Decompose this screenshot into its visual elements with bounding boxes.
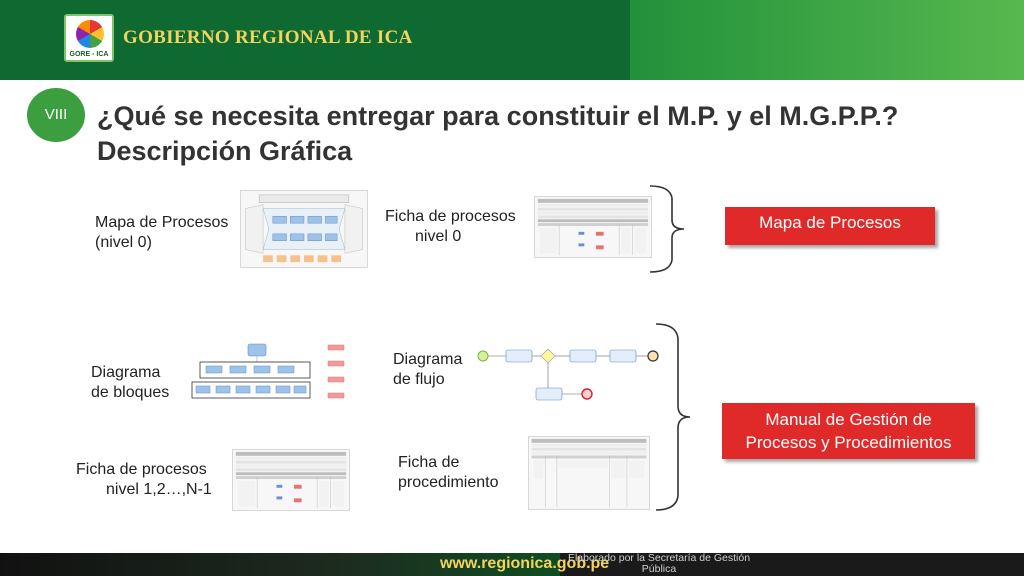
footer-credit: Elaborado por la Secretaría de Gestión P… [556, 553, 762, 575]
label-ficha-nivel0-line2: nivel 0 [415, 228, 462, 245]
brace-bottom [655, 323, 691, 511]
label-diagrama-bloques-line1: Diagrama [91, 364, 161, 381]
logo-emblem-icon [76, 20, 104, 48]
output-manual-line2: Procesos y Procedimientos [745, 433, 952, 452]
process-sheet-level0-thumbnail [534, 196, 652, 258]
footer-bar: www.regionica.gob.pe Elaborado por la Se… [0, 553, 1024, 576]
slide-title-line1: ¿Qué se necesita entregar para constitui… [97, 101, 899, 131]
label-mapa-procesos: Mapa de Procesos (nivel 0) [95, 213, 228, 253]
label-ficha-nivelN-line1: Ficha de procesos [76, 461, 207, 478]
section-badge: VIII [27, 88, 85, 142]
block-diagram-side-items [327, 344, 345, 399]
label-mapa-procesos-line1: Mapa de Procesos [95, 214, 229, 231]
header-bar: GORE - ICA GOBIERNO REGIONAL DE ICA [0, 0, 1024, 80]
label-diagrama-bloques-line2: de bloques [91, 384, 170, 401]
label-ficha-procedimiento: Ficha de procedimiento [398, 453, 499, 493]
process-sheet-levelN-thumbnail [232, 449, 350, 511]
block-diagram-thumbnail [191, 343, 311, 399]
slide-title: ¿Qué se necesita entregar para constitui… [97, 99, 1017, 169]
label-ficha-nivelN: Ficha de procesos nivel 1,2…,N-1 [76, 460, 212, 500]
label-diagrama-flujo: Diagrama de flujo [393, 350, 462, 390]
label-diagrama-flujo-line2: de flujo [393, 371, 445, 388]
footer-credit-line2: Pública [641, 563, 677, 575]
procedure-sheet-thumbnail [528, 436, 650, 510]
output-manual-line1: Manual de Gestión de [765, 410, 932, 429]
label-ficha-nivelN-line2: nivel 1,2…,N-1 [106, 481, 212, 498]
label-ficha-procedimiento-line2: procedimiento [398, 474, 499, 491]
logo-text: GORE - ICA [69, 51, 109, 58]
label-ficha-nivel0-line1: Ficha de procesos [385, 208, 516, 225]
label-diagrama-bloques: Diagrama de bloques [91, 363, 169, 403]
org-title: GOBIERNO REGIONAL DE ICA [123, 27, 413, 48]
process-map-thumbnail [240, 190, 368, 268]
output-mapa-procesos: Mapa de Procesos [725, 207, 935, 245]
output-manual-gestion: Manual de Gestión de Procesos y Procedim… [722, 403, 975, 459]
gore-ica-logo: GORE - ICA [64, 14, 114, 62]
label-diagrama-flujo-line1: Diagrama [393, 351, 463, 368]
brace-top [649, 185, 685, 273]
footer-url: www.regionica.gob.pe [440, 555, 610, 572]
label-ficha-procedimiento-line1: Ficha de [398, 454, 460, 471]
label-ficha-nivel0: Ficha de procesos nivel 0 [385, 207, 516, 247]
slide-title-line2: Descripción Gráfica [97, 136, 353, 166]
footer-green-band [0, 553, 560, 576]
footer-credit-line1: Elaborado por la Secretaría de Gestión [567, 552, 751, 564]
label-mapa-procesos-line2: (nivel 0) [95, 234, 152, 251]
flow-diagram-thumbnail [477, 348, 659, 401]
